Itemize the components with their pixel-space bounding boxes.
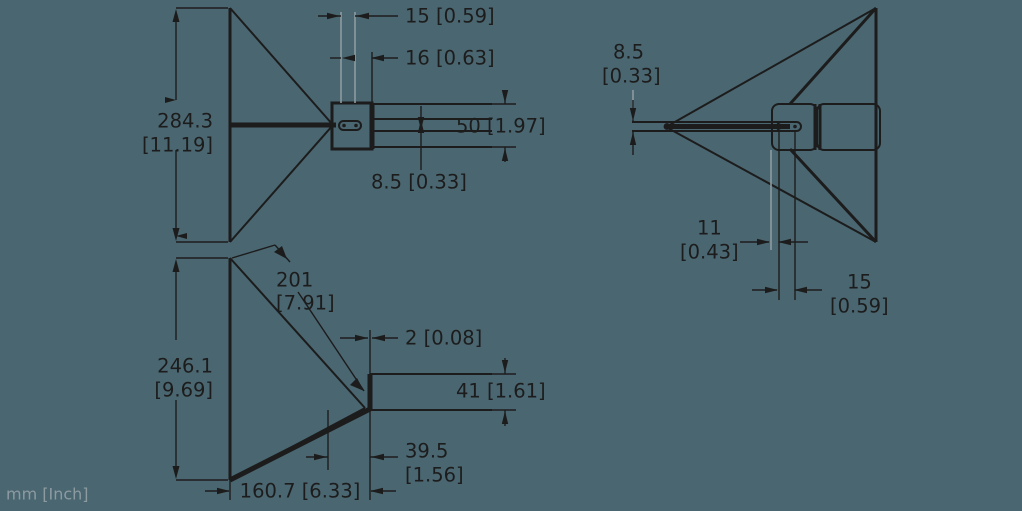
dim-connector-offset-11: 11 [0.43]: [680, 217, 808, 264]
dim-label-39-5-line2: [1.56]: [405, 464, 464, 487]
dim-label-201-line1: 201: [276, 269, 313, 292]
dim-label-15-0-59: 15 [0.59]: [405, 5, 495, 28]
dim-overall-length-160-7: 160.7 [6.33]: [205, 480, 396, 503]
view-plan: 246.1 [9.69] 201 [7.91]: [154, 244, 546, 503]
dim-label-246-1-line1: 246.1: [157, 355, 213, 378]
units-legend-label: mm [Inch]: [6, 485, 89, 504]
dim-flange-width-16: 16 [0.63]: [330, 47, 495, 70]
right-feed-probe: [632, 121, 790, 132]
connector-block: [330, 101, 375, 151]
right-flare-outline: [665, 6, 878, 244]
dim-label-284-3-line1: 284.3: [157, 110, 213, 133]
dim-aperture-width-246: 246.1 [9.69]: [154, 257, 228, 481]
dim-aperture-height: 284.3 [11.19]: [142, 7, 228, 243]
dim-flange-width-15: 15 [0.59]: [318, 5, 495, 28]
dim-label-8-5-right-line2: [0.33]: [602, 65, 661, 88]
dim-label-39-5-line1: 39.5: [405, 440, 448, 463]
dim-body-depth-41: 41 [1.61]: [444, 358, 546, 426]
dim-body-height-50: 50 [1.97]: [444, 90, 546, 162]
right-connector-housing: [771, 103, 881, 151]
dim-probe-height-8-5: 8.5 [0.33]: [371, 106, 467, 194]
dim-label-246-1-line2: [9.69]: [154, 379, 213, 402]
dim-label-201-line2: [7.91]: [276, 292, 335, 315]
dim-label-15-right-line1: 15: [847, 271, 872, 294]
dim-probe-gap-8-5: 8.5 [0.33]: [602, 41, 661, 155]
dim-label-16-0-63: 16 [0.63]: [405, 47, 495, 70]
dim-offset-39-5: 39.5 [1.56]: [306, 440, 464, 487]
dim-label-11-line1: 11: [697, 217, 722, 240]
dim-label-41-1-61: 41 [1.61]: [456, 380, 546, 403]
dim-label-50-1-97: 50 [1.97]: [456, 115, 546, 138]
dim-label-8-5-right-line1: 8.5: [613, 41, 644, 64]
view-right: 8.5 [0.33] 11 [0.43] 15: [602, 6, 889, 318]
view-side-elevation: 284.3 [11.19] 15 [0.59] 16 [0.6: [142, 5, 546, 243]
dim-connector-width-15: 15 [0.59]: [752, 271, 889, 318]
dim-label-8-5-0-33-top: 8.5 [0.33]: [371, 171, 467, 194]
dim-label-2-0-08: 2 [0.08]: [405, 327, 482, 350]
dim-label-11-line2: [0.43]: [680, 241, 739, 264]
dim-label-284-3-line2: [11.19]: [142, 134, 213, 157]
dim-label-15-right-line2: [0.59]: [830, 295, 889, 318]
dim-label-160-7-6-33: 160.7 [6.33]: [240, 480, 361, 503]
dim-wall-thickness-2: 2 [0.08]: [340, 327, 482, 350]
plan-flare-outline: [228, 257, 374, 483]
dim-flare-length-201: 201 [7.91]: [231, 244, 365, 392]
